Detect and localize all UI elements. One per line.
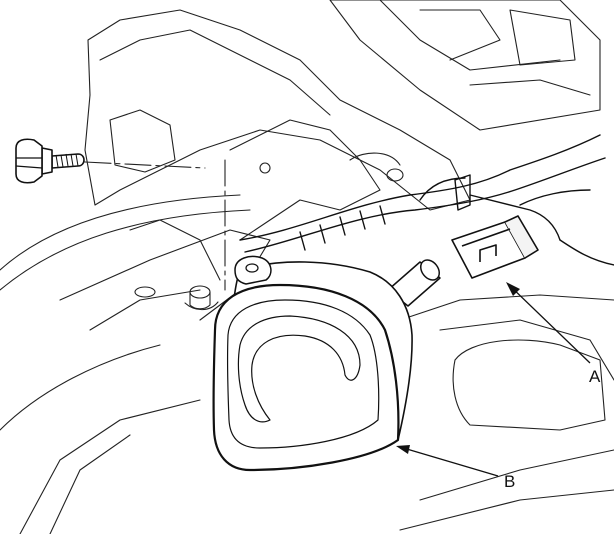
horn-b [212, 255, 441, 472]
leader-line-a [507, 283, 591, 364]
leader-line-b [399, 446, 499, 477]
leader-arrowheads [396, 282, 520, 454]
callout-label-a: A [589, 367, 601, 386]
connector-a [451, 215, 539, 279]
arrowhead-b [396, 445, 410, 454]
flange-bolt [15, 138, 85, 184]
leader-lines [399, 283, 591, 477]
callout-label-b: B [504, 472, 515, 491]
arrowhead-a [506, 282, 520, 296]
wiring-harness [235, 134, 614, 280]
